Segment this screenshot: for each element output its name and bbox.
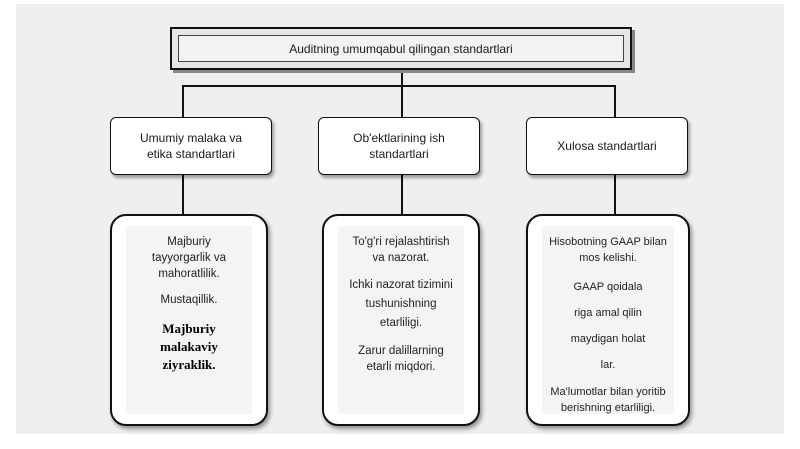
content-box-general: Majburiy tayyorgarlik va mahoratlilik. M… <box>110 214 268 426</box>
reporting-item2-line2: riga amal qilin <box>574 307 642 319</box>
connector-middle-lower <box>401 175 403 215</box>
connector-top-vertical <box>401 70 403 86</box>
title-text: Auditning umumqabul qilingan standartlar… <box>178 35 624 62</box>
connector-middle-drop <box>401 85 403 117</box>
heading-fieldwork-line1: Ob'ektlarining ish <box>353 131 445 145</box>
connector-left-lower <box>182 175 184 215</box>
reporting-item2-line1: GAAP qoidala <box>573 281 643 293</box>
heading-reporting-standards: Xulosa standartlari <box>526 117 688 175</box>
title-box: Auditning umumqabul qilingan standartlar… <box>170 27 632 70</box>
fieldwork-item3-line1: Zarur dalillarning <box>358 345 444 357</box>
reporting-item2-line4: lar. <box>600 359 616 371</box>
connector-right-drop <box>614 85 616 117</box>
connector-left-drop <box>182 85 184 117</box>
heading-general-standards: Umumiy malaka va etika standartlari <box>110 117 272 175</box>
fieldwork-item2-line2: tushunishning <box>365 298 437 310</box>
heading-general-line2: etika standartlari <box>146 147 236 161</box>
general-item1-line3: mahoratlilik. <box>158 268 220 280</box>
general-item3-line3: ziyraklik. <box>162 357 216 372</box>
heading-reporting-text: Xulosa standartlari <box>557 139 657 153</box>
heading-fieldwork-standards: Ob'ektlarining ish standartlari <box>318 117 480 175</box>
content-box-reporting: Hisobotning GAAP bilan mos kelishi. GAAP… <box>526 214 690 426</box>
reporting-item1-line2: mos kelishi. <box>579 252 637 264</box>
general-item3-line1: Majburiy <box>162 321 216 336</box>
heading-fieldwork-line2: standartlari <box>369 147 429 161</box>
reporting-item1-line1: Hisobotning GAAP bilan <box>549 236 667 248</box>
heading-general-line1: Umumiy malaka va <box>139 131 243 145</box>
fieldwork-item3-line2: etarli miqdori. <box>366 361 436 373</box>
reporting-item3-line2: berishning etarliligi. <box>560 402 656 414</box>
general-item3-line2: malakaviy <box>160 339 218 354</box>
fieldwork-item2-line1: Ichki nazorat tizimini <box>349 279 453 291</box>
reporting-item3-line1: Ma'lumotlar bilan yoritib <box>550 386 666 398</box>
reporting-item2-line3: maydigan holat <box>570 333 646 345</box>
content-box-fieldwork: To'g'ri rejalashtirish va nazorat. Ichki… <box>322 214 480 426</box>
general-item1-line1: Majburiy <box>167 236 211 248</box>
connector-right-lower <box>614 175 616 215</box>
connector-horizontal <box>182 85 616 87</box>
general-item1-line2: tayyorgarlik va <box>151 252 227 264</box>
general-item2: Mustaqillik. <box>160 294 218 306</box>
fieldwork-item2-line3: etarliligi. <box>379 317 423 329</box>
fieldwork-item1-line2: va nazorat. <box>372 252 430 264</box>
fieldwork-item1-line1: To'g'ri rejalashtirish <box>352 236 450 248</box>
